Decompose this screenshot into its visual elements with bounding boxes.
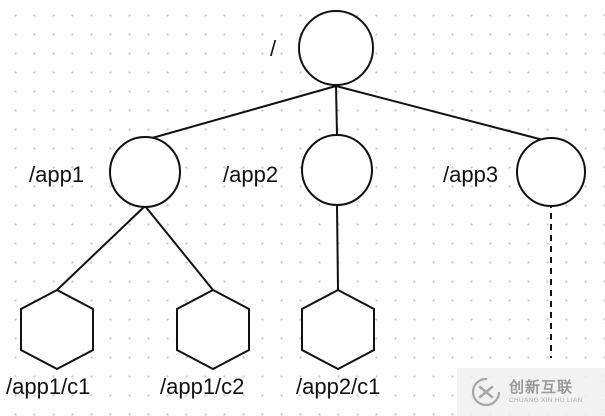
edge-app2-app2-c1: [336, 204, 339, 291]
watermark-text-cn: 创新互联: [509, 377, 574, 396]
label-app2: /app2: [223, 162, 278, 187]
label-root: /: [270, 36, 277, 61]
edge-root-app1: [144, 85, 337, 141]
node-root[interactable]: [298, 10, 374, 86]
edge-root-app3: [335, 85, 552, 143]
edge-app1-app1-c2: [144, 205, 214, 291]
node-app1-c1[interactable]: [20, 288, 94, 371]
watermark-logo-icon: [471, 377, 501, 407]
node-app2-c1[interactable]: [301, 288, 375, 371]
label-app1: /app1: [29, 162, 84, 187]
label-app2-c1: /app2/c1: [296, 374, 380, 399]
watermark-text-en: CHUANG XIN HU LIAN: [509, 396, 583, 404]
edge-app1-app1-c1: [56, 205, 146, 291]
label-app1-c2: /app1/c2: [160, 374, 244, 399]
label-app1-c1: /app1/c1: [6, 374, 90, 399]
label-app3: /app3: [443, 162, 498, 187]
node-app1-c2[interactable]: [176, 288, 250, 371]
node-app1[interactable]: [109, 136, 181, 208]
node-app3[interactable]: [516, 137, 586, 207]
node-app2[interactable]: [301, 134, 373, 206]
edge-root-app2: [335, 85, 338, 136]
watermark: 创新互联 CHUANG XIN HU LIAN: [457, 368, 605, 416]
watermark-text: 创新互联 CHUANG XIN HU LIAN: [509, 377, 583, 405]
